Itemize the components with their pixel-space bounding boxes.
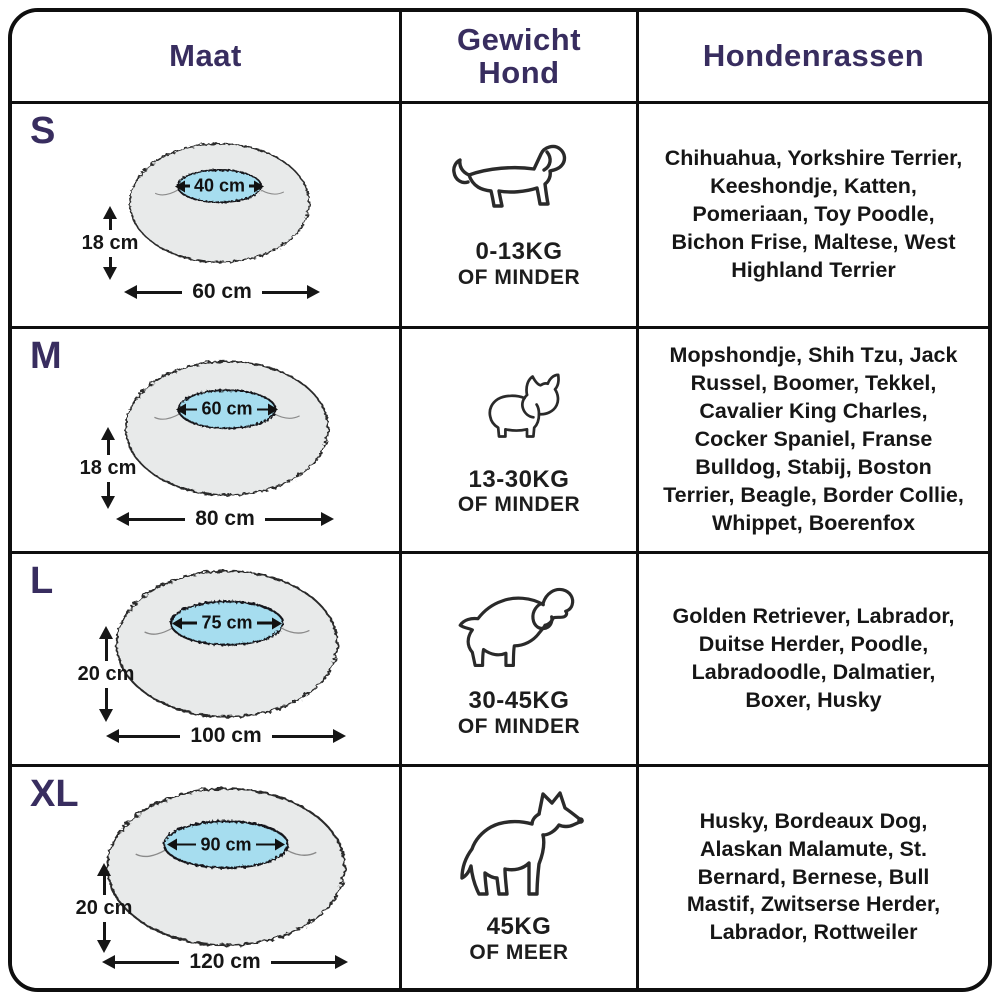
bed-illustration-s: 40 cm xyxy=(122,138,317,268)
header-hondenrassen: Hondenrassen xyxy=(639,12,988,104)
outer-diameter-value: 120 cm xyxy=(189,950,261,973)
height-arrow-s: 18 cm xyxy=(72,206,148,280)
height-arrow-l: 20 cm xyxy=(68,626,144,722)
breeds-text: Golden Retriever, Labrador, Duitse Herde… xyxy=(672,604,955,712)
arrow-down-icon xyxy=(103,267,117,280)
header-gewicht-hond: Gewicht Hond xyxy=(402,12,639,104)
outer-diameter-arrow-s: 60 cm xyxy=(124,280,321,304)
breeds-cell-l: Golden Retriever, Labrador, Duitse Herde… xyxy=(639,554,988,767)
spaniel-icon xyxy=(449,579,589,679)
arrow-left-icon xyxy=(116,512,129,526)
arrow-down-icon xyxy=(97,940,111,953)
weight-text-s: 0-13KG OF MINDER xyxy=(458,238,580,290)
size-letter-l: L xyxy=(30,560,54,602)
height-value: 20 cm xyxy=(77,662,135,685)
weight-cell-xl: 45KG OF MEER xyxy=(402,767,639,988)
inner-diameter-label-l: 75 cm xyxy=(107,613,347,634)
arrow-up-icon xyxy=(103,206,117,219)
arrow-right-icon xyxy=(333,729,347,743)
weight-range: 0-13KG xyxy=(475,238,563,266)
breeds-text: Husky, Bordeaux Dog, Alaskan Malamute, S… xyxy=(686,808,941,945)
arrow-up-icon xyxy=(97,863,111,876)
arrow-right-icon xyxy=(254,180,265,193)
height-arrow-m: 18 cm xyxy=(70,427,146,509)
inner-diameter-value: 90 cm xyxy=(200,834,252,855)
size-letter-xl: XL xyxy=(30,773,79,815)
outer-diameter-value: 80 cm xyxy=(195,507,255,530)
inner-diameter-label-m: 60 cm xyxy=(117,399,337,420)
weight-text-m: 13-30KG OF MINDER xyxy=(458,466,580,518)
inner-diameter-label-xl: 90 cm xyxy=(97,834,355,855)
inner-diameter-value: 40 cm xyxy=(193,175,246,196)
arrow-up-icon xyxy=(99,626,113,639)
arrow-left-icon xyxy=(102,955,115,969)
weight-text-l: 30-45KG OF MINDER xyxy=(458,687,580,739)
arrow-down-icon xyxy=(101,496,115,509)
height-value: 18 cm xyxy=(81,231,139,254)
arrow-left-icon xyxy=(176,403,187,416)
german-shepherd-icon xyxy=(444,790,594,905)
size-letter-s: S xyxy=(30,110,56,152)
weight-cell-l: 30-45KG OF MINDER xyxy=(402,554,639,767)
size-cell-xl: XL 90 cm 20 cm xyxy=(12,767,402,988)
size-cell-s: S 40 cm 18 cm xyxy=(12,104,402,329)
height-arrow-xl: 20 cm xyxy=(66,863,142,953)
weight-cell-s: 0-13KG OF MINDER xyxy=(402,104,639,329)
outer-diameter-arrow-l: 100 cm xyxy=(106,724,347,748)
height-value: 20 cm xyxy=(75,896,133,919)
arrow-left-icon xyxy=(124,285,137,299)
header-maat-label: Maat xyxy=(169,38,242,74)
inner-diameter-value: 75 cm xyxy=(201,612,253,633)
header-gewicht-hond-label: Gewicht Hond xyxy=(456,21,582,90)
header-maat: Maat xyxy=(12,12,402,104)
breeds-cell-s: Chihuahua, Yorkshire Terrier, Keeshondje… xyxy=(639,104,988,329)
weight-range: 45KG xyxy=(486,913,552,941)
arrow-right-icon xyxy=(335,955,349,969)
dachshund-icon xyxy=(444,140,594,230)
arrow-right-icon xyxy=(275,838,286,851)
arrow-right-icon xyxy=(272,617,283,630)
height-value: 18 cm xyxy=(79,456,137,479)
header-hondenrassen-label: Hondenrassen xyxy=(702,38,925,74)
outer-diameter-value: 100 cm xyxy=(190,724,262,747)
size-letter-m: M xyxy=(30,335,62,377)
weight-note: OF MINDER xyxy=(457,265,581,289)
arrow-left-icon xyxy=(166,838,177,851)
french-bulldog-icon xyxy=(459,363,579,458)
weight-note: OF MINDER xyxy=(457,493,581,517)
arrow-left-icon xyxy=(171,617,182,630)
bed-illustration-l: 75 cm xyxy=(107,564,347,724)
arrow-left-icon xyxy=(106,729,119,743)
breeds-cell-m: Mopshondje, Shih Tzu, Jack Russel, Boome… xyxy=(639,329,988,554)
weight-cell-m: 13-30KG OF MINDER xyxy=(402,329,639,554)
size-chart-table: Maat Gewicht Hond Hondenrassen S 40 cm xyxy=(8,8,992,992)
arrow-right-icon xyxy=(321,512,335,526)
size-cell-m: M 60 cm 18 cm xyxy=(12,329,402,554)
inner-diameter-value: 60 cm xyxy=(201,398,253,419)
breeds-text: Chihuahua, Yorkshire Terrier, Keeshondje… xyxy=(664,146,963,282)
arrow-right-icon xyxy=(307,285,321,299)
arrow-up-icon xyxy=(101,427,115,440)
weight-note: OF MEER xyxy=(469,940,569,964)
arrow-right-icon xyxy=(267,403,278,416)
outer-diameter-value: 60 cm xyxy=(192,280,252,303)
arrow-down-icon xyxy=(99,709,113,722)
weight-text-xl: 45KG OF MEER xyxy=(469,913,568,965)
weight-range: 30-45KG xyxy=(468,687,570,715)
outer-diameter-arrow-m: 80 cm xyxy=(116,507,335,531)
breeds-cell-xl: Husky, Bordeaux Dog, Alaskan Malamute, S… xyxy=(639,767,988,988)
size-cell-l: L 75 cm 20 cm xyxy=(12,554,402,767)
weight-note: OF MINDER xyxy=(457,714,581,738)
inner-diameter-label-s: 40 cm xyxy=(122,176,317,197)
breeds-text: Mopshondje, Shih Tzu, Jack Russel, Boome… xyxy=(663,343,964,535)
outer-diameter-arrow-xl: 120 cm xyxy=(102,950,349,974)
weight-range: 13-30KG xyxy=(468,465,570,493)
bed-illustration-m: 60 cm xyxy=(117,355,337,502)
bed-illustration-xl: 90 cm xyxy=(97,781,355,953)
arrow-left-icon xyxy=(174,180,185,193)
